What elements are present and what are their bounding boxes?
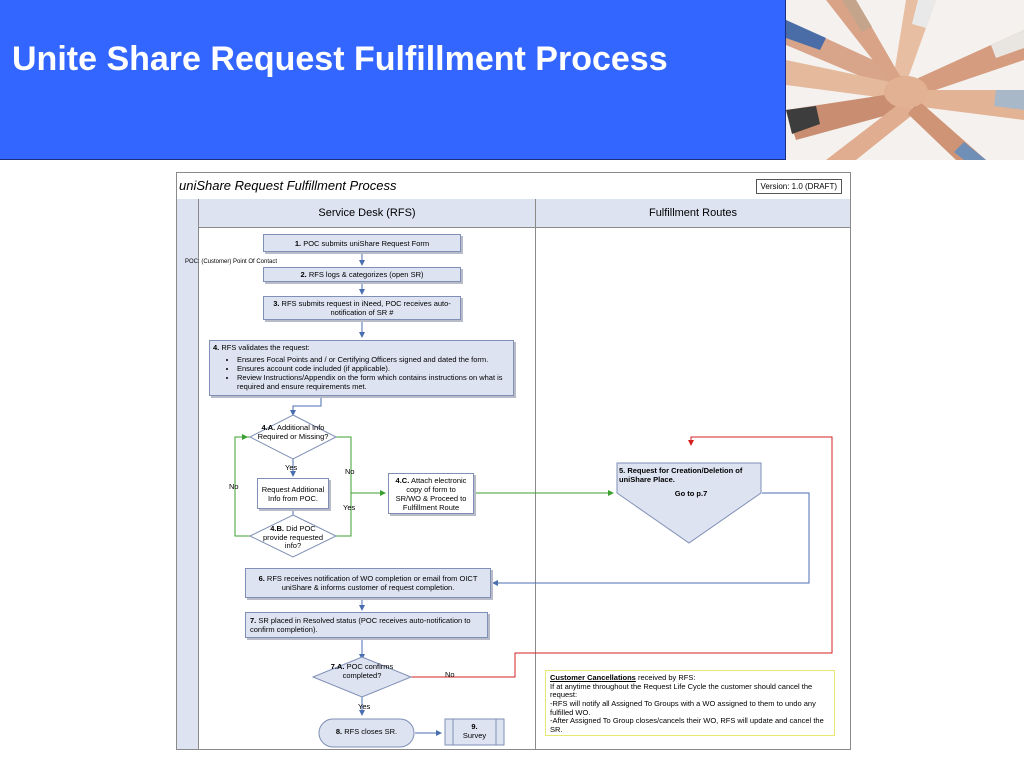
hands-illustration — [786, 0, 1024, 160]
flow-connectors — [234, 254, 833, 748]
step-6-box: 6. RFS receives notification of WO compl… — [245, 568, 491, 598]
step-2-box: 2. RFS logs & categorizes (open SR) — [263, 267, 461, 282]
step-5-text: 5. Request for Creation/Deletion of uniS… — [619, 466, 743, 499]
arrow-4-4a — [290, 397, 322, 416]
poc-note: POC: (Customer) Point Of Contact — [185, 259, 278, 265]
lane-header-fulfillment: Fulfillment Routes — [536, 199, 850, 228]
label-yes-7a: Yes — [358, 702, 371, 711]
label-no-7a: No — [445, 670, 455, 679]
label-yes-4b: Yes — [343, 503, 356, 512]
step-1-box: 1. POC submits uniShare Request Form — [263, 234, 461, 252]
label-yes-4a: Yes — [285, 463, 298, 472]
decision-7a-text: 7.A. POC confirms completed? — [330, 662, 394, 680]
flowchart-title: uniShare Request Fulfillment Process — [179, 178, 397, 193]
customer-cancellations-note: Customer Cancellations received by RFS: … — [545, 670, 835, 736]
decision-4b-text: 4.B. Did POC provide requested info? — [262, 524, 324, 551]
lane-header-service-desk: Service Desk (RFS) — [199, 199, 535, 228]
step-4c-box: 4.C. Attach electronic copy of form to S… — [388, 473, 474, 514]
slide-title: Unite Share Request Fulfillment Process — [12, 40, 668, 78]
step-7-box: 7. SR placed in Resolved status (POC rec… — [245, 612, 488, 638]
label-no-4a: No — [345, 467, 355, 476]
left-pool-strip — [177, 199, 199, 749]
slide-header: Unite Share Request Fulfillment Process — [0, 0, 786, 160]
version-badge: Version: 1.0 (DRAFT) — [755, 179, 842, 194]
step-9-text: 9. Survey — [462, 722, 487, 740]
decision-4a-text: 4.A. Additional Info Required or Missing… — [257, 423, 329, 441]
request-info-box: Request Additional Info from POC. — [257, 478, 329, 509]
step-4-box: 4. RFS validates the request: Ensures Fo… — [209, 340, 514, 396]
teamwork-hands-photo — [786, 0, 1024, 160]
step-3-box: 3. RFS submits request in iNeed, POC rec… — [263, 296, 461, 320]
lane-divider — [535, 199, 536, 749]
label-no-left: No — [229, 482, 239, 491]
arrow-4b-yes — [336, 493, 352, 537]
step-4-bullets: Ensures Focal Points and / or Certifying… — [213, 355, 510, 391]
arrow-4a-no-4c — [336, 436, 386, 496]
process-flowchart: uniShare Request Fulfillment Process Ver… — [176, 172, 851, 750]
step-8-text: 8. RFS closes SR. — [335, 727, 398, 736]
arrow-5-6 — [492, 492, 810, 586]
